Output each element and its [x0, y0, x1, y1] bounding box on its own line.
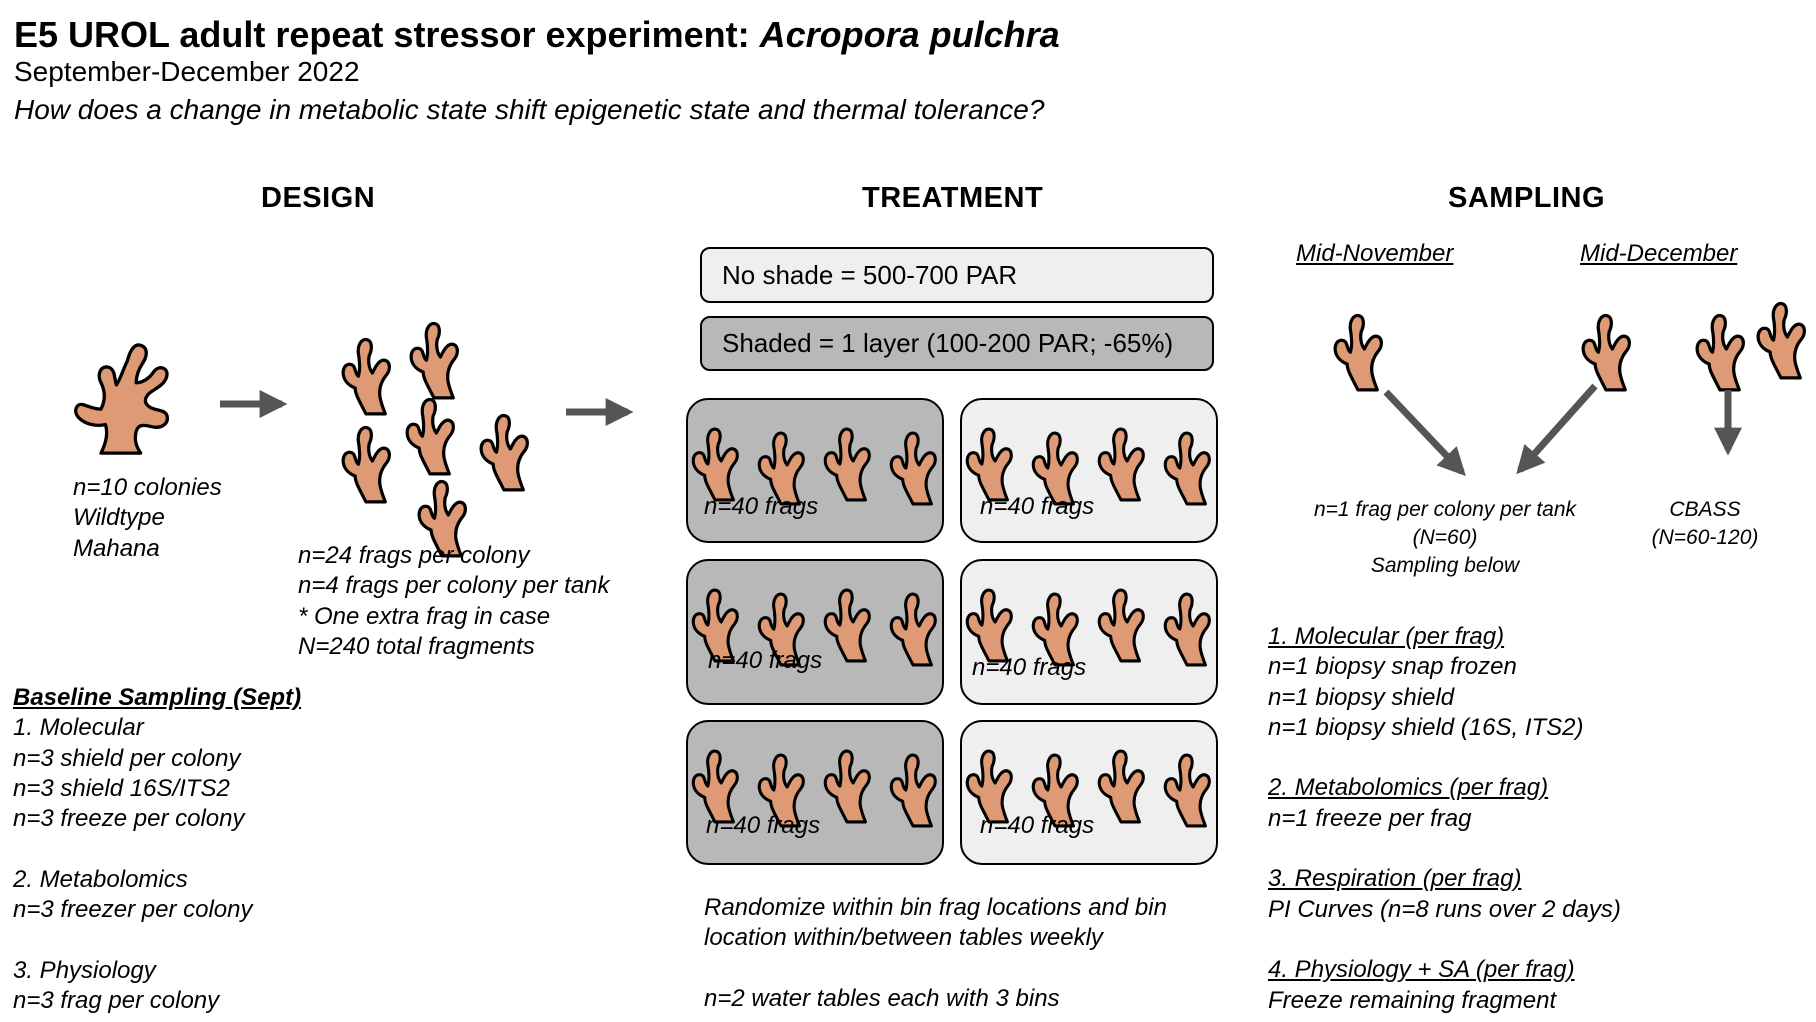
tank-6-light: n=40 frags — [960, 720, 1218, 865]
title-main: E5 UROL adult repeat stressor experiment… — [14, 14, 760, 55]
tank-frag-count: n=40 frags — [706, 812, 821, 839]
tank-1-dark: n=40 frags — [686, 398, 944, 543]
mid-november-label: Mid-November — [1296, 240, 1454, 267]
research-question: How does a change in metabolic state shi… — [14, 94, 1045, 125]
baseline-sampling: Baseline Sampling (Sept) 1. Molecular n=… — [13, 684, 302, 1014]
tank-2-light: n=40 frags — [960, 398, 1218, 543]
treatment-heading: TREATMENT — [862, 182, 1044, 214]
tank-3-dark: n=40 frags — [686, 559, 944, 705]
page-title: E5 UROL adult repeat stressor experiment… — [14, 14, 1060, 56]
tank-frag-count: n=40 frags — [704, 493, 819, 520]
physiology-head: 4. Physiology + SA (per frag) — [1268, 956, 1575, 984]
cbass-sampling: CBASS (N=60-120) — [1651, 498, 1759, 549]
arrow-icon — [220, 390, 288, 418]
fragment-info: n=24 frags per colony n=4 frags per colo… — [298, 542, 610, 660]
title-species: Acropora pulchra — [759, 14, 1060, 55]
design-heading: DESIGN — [261, 182, 376, 214]
tank-4-light: n=40 frags — [960, 559, 1218, 705]
treatment-notes: Randomize within bin frag locations and … — [704, 894, 1167, 1012]
page-subtitle: September-December 2022 — [14, 56, 360, 87]
sampling-details: 1. Molecular (per frag) n=1 biopsy snap … — [1268, 623, 1621, 1014]
shaded-legend: Shaded = 1 layer (100-200 PAR; -65%) — [700, 316, 1214, 371]
baseline-sampling-title: Baseline Sampling (Sept) — [13, 684, 302, 711]
per-colony-sampling: n=1 frag per colony per tank (N=60) Samp… — [1313, 498, 1577, 577]
mid-december-label: Mid-December — [1580, 240, 1738, 267]
tank-frag-count: n=40 frags — [708, 647, 823, 674]
sampling-heading: SAMPLING — [1448, 182, 1606, 214]
molecular-head: 1. Molecular (per frag) — [1268, 623, 1505, 650]
metabolomics-head: 2. Metabolomics (per frag) — [1268, 774, 1549, 802]
arrow-icon — [566, 398, 634, 426]
colony-info: n=10 colonies Wildtype Mahana — [73, 474, 222, 562]
tank-frag-count: n=40 frags — [972, 654, 1087, 681]
tank-frag-count: n=40 frags — [980, 493, 1095, 520]
tank-5-dark: n=40 frags — [686, 720, 944, 865]
no-shade-legend: No shade = 500-700 PAR — [700, 247, 1214, 303]
respiration-head: 3. Respiration (per frag) — [1268, 865, 1522, 893]
tank-frag-count: n=40 frags — [980, 812, 1095, 839]
